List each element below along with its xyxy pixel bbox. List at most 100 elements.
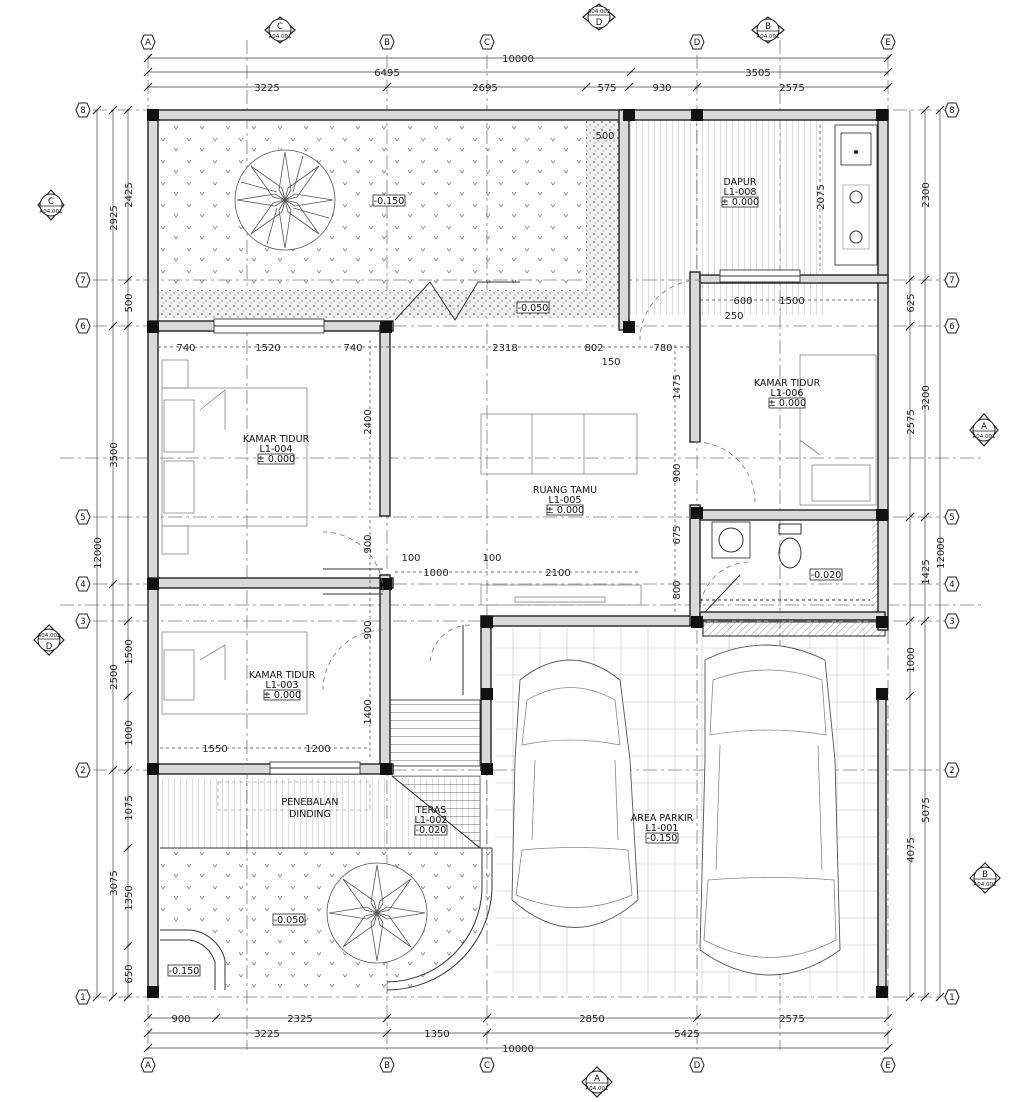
car-left [511,659,639,928]
grid-bubble-c-bottom: C [479,1057,495,1073]
level-garden-bottom: -0.050 [272,913,306,926]
level-tags: -0.150 -0.050 -0.020 -0.050 -0.150 [167,194,843,977]
room-label-teras: TERAS L1-002 -0.020 [415,805,448,836]
grid-bubble-a-bottom: A [140,1057,156,1073]
svg-text:-0.020: -0.020 [416,825,447,836]
dim-int-1200: 1200 [305,744,330,755]
dim-right-3200: 3200 [921,385,932,410]
dim-left-650: 650 [124,964,135,983]
svg-text:4: 4 [949,580,954,590]
dim-bottom-900: 900 [171,1014,190,1025]
svg-text:AREA PARKIR: AREA PARKIR [631,813,694,824]
room-labels: DAPUR L1-008 ± 0.000 KAMAR TIDUR L1-006 … [243,177,821,844]
bed-l1-003 [161,631,308,715]
room-label-kamar-l1-006: KAMAR TIDUR L1-006 ± 0.000 [754,378,821,409]
sofa [480,413,642,606]
dim-right-overall: 12000 [936,537,947,569]
svg-text:A: A [145,38,151,48]
svg-text:A: A [145,1061,151,1071]
grid-bubble-d-top: D [689,34,705,50]
dim-right-1000: 1000 [906,647,917,672]
dim-left-3075: 3075 [109,870,120,895]
svg-text:L1-004: L1-004 [260,444,293,455]
dim-int-802: 802 [584,343,603,354]
svg-text:L1-002: L1-002 [415,815,448,826]
grid-bubble-a-top: A [140,34,156,50]
dim-int-2318: 2318 [492,343,517,354]
svg-text:A04.001: A04.001 [268,34,291,40]
svg-text:A04.001: A04.001 [973,882,996,888]
dim-int-900b: 900 [363,534,374,553]
dim-bottom-2325: 2325 [287,1014,312,1025]
kitchen-floor [628,120,828,315]
svg-text:7: 7 [80,276,85,286]
section-mark-b-right: B A04.001 [969,862,1001,894]
level-corner: -0.150 [167,964,201,977]
dim-int-740b: 740 [343,343,362,354]
svg-text:5: 5 [80,513,85,523]
kitchen-counter [834,124,878,266]
dim-right-4075: 4075 [906,837,917,862]
dim-int-150: 150 [601,357,620,368]
svg-text:B: B [384,38,390,48]
bed-l1-004 [161,359,308,555]
dim-bottom-5425: 5425 [674,1029,699,1040]
dim-int-1400: 1400 [363,699,374,724]
columns [147,109,888,998]
car-right [699,644,841,976]
grid-bubble-7-left: 7 [75,272,91,288]
svg-text:KAMAR TIDUR: KAMAR TIDUR [754,378,821,389]
grid-bubble-3-right: 3 [944,613,960,629]
grid-bubble-1-right: 1 [944,989,960,1005]
svg-text:4: 4 [80,580,85,590]
svg-text:6: 6 [949,322,954,332]
dim-top-6495: 6495 [374,68,399,79]
svg-text:5: 5 [949,513,954,523]
level-garden-top: -0.150 [372,194,406,207]
grid-bubble-c-top: C [479,34,495,50]
dim-int-1000: 1000 [423,568,448,579]
section-markers: C A04.001 A04.002 D B A04.001 C A04.001 [33,3,1001,1098]
dim-right-2300: 2300 [921,182,932,207]
grid-bubble-e-bottom: E [880,1057,896,1073]
dim-top-2695: 2695 [472,83,497,94]
grid-bubble-7-right: 7 [944,272,960,288]
svg-text:E: E [885,38,890,48]
svg-text:± 0.000: ± 0.000 [768,398,806,409]
dimension-lines [92,53,945,1053]
svg-text:A04.002: A04.002 [587,9,610,15]
grid-bubble-b-top: B [379,34,395,50]
dim-left-1000: 1000 [124,720,135,745]
dim-int-900c: 900 [363,620,374,639]
dim-left-1500: 1500 [124,639,135,664]
svg-text:L1-003: L1-003 [266,680,299,691]
svg-text:-0.050: -0.050 [518,303,549,314]
svg-text:-0.150: -0.150 [169,966,200,977]
svg-text:DINDING: DINDING [289,809,331,820]
svg-text:A: A [981,422,987,432]
grid-bubble-5-left: 5 [75,509,91,525]
grid-bubble-8-right: 8 [944,102,960,118]
grid-bubble-2-left: 2 [75,762,91,778]
svg-text:A04.002: A04.002 [37,633,60,639]
svg-text:B: B [384,1061,390,1071]
dim-int-500: 500 [595,131,614,142]
svg-text:± 0.000: ± 0.000 [721,197,759,208]
svg-text:± 0.000: ± 0.000 [263,690,301,701]
svg-text:A04.001: A04.001 [39,209,62,215]
dim-int-2100: 2100 [545,568,570,579]
dim-int-2075: 2075 [816,184,827,209]
tree-top [234,149,336,251]
dim-top-2575: 2575 [779,83,804,94]
dim-bottom-overall: 10000 [502,1044,534,1055]
svg-text:KAMAR TIDUR: KAMAR TIDUR [249,670,316,681]
svg-text:RUANG TAMU: RUANG TAMU [533,485,597,496]
parking-bar [702,621,886,637]
section-mark-d-left: A04.002 D [33,624,65,656]
dim-top-3505: 3505 [745,68,770,79]
dim-int-1520: 1520 [255,343,280,354]
svg-text:L1-001: L1-001 [646,823,679,834]
svg-text:D: D [694,1061,701,1071]
svg-text:C: C [277,22,283,32]
dim-int-1475: 1475 [672,374,683,399]
